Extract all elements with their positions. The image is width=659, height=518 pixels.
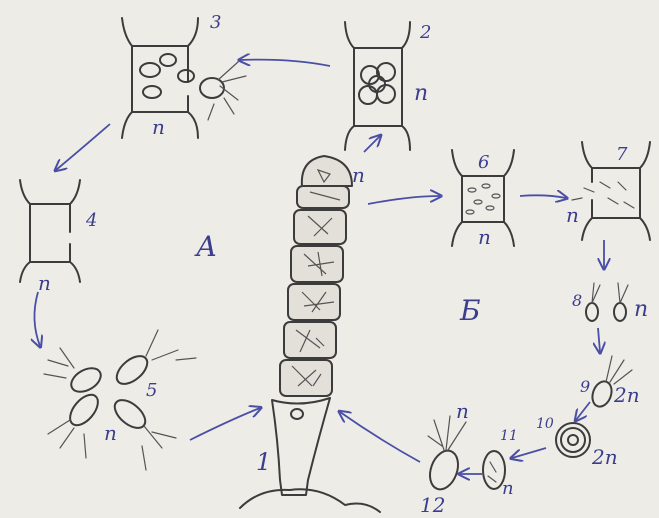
arrow-6-to-7 bbox=[520, 195, 566, 198]
stage-5-label: 5 bbox=[146, 380, 157, 401]
ploidy-11: n bbox=[502, 478, 514, 499]
arrow-1-to-6 bbox=[368, 196, 440, 204]
stage-7-cell bbox=[572, 142, 650, 240]
ploidy-8: n bbox=[634, 297, 648, 322]
stage-8-gametes bbox=[586, 283, 628, 321]
substrate bbox=[240, 489, 380, 512]
stage-11-label: 11 bbox=[500, 428, 518, 444]
basal-cell-nucleus bbox=[291, 409, 303, 419]
stage-10-label: 10 bbox=[536, 416, 554, 432]
stage-9-label: 9 bbox=[580, 377, 590, 396]
arrow-3-to-4 bbox=[56, 124, 110, 170]
basal-cell bbox=[272, 398, 330, 495]
stage-1-label: 1 bbox=[256, 448, 271, 476]
ploidy-12: n bbox=[456, 399, 469, 423]
ploidy-filament: n bbox=[352, 163, 365, 187]
ploidy-5: n bbox=[104, 421, 117, 445]
ploidy-10: 2n bbox=[591, 445, 618, 469]
stage-2-cell bbox=[345, 22, 410, 150]
arrow-9-to-10 bbox=[576, 402, 590, 420]
stage-3-label: 3 bbox=[210, 12, 221, 33]
stage-5-zoospores bbox=[44, 330, 196, 470]
arrow-2-to-3 bbox=[240, 60, 330, 66]
ploidy-4: n bbox=[38, 271, 51, 295]
arrow-10-to-11 bbox=[512, 448, 546, 458]
stage-3-cell bbox=[122, 18, 246, 138]
ploidy-3: n bbox=[152, 115, 165, 139]
arrow-8-to-9 bbox=[598, 328, 600, 352]
ploidy-7: n bbox=[566, 203, 579, 227]
ploidy-6: n bbox=[478, 225, 491, 249]
arrow-5-to-1 bbox=[190, 408, 260, 440]
arrow-1-to-2 bbox=[364, 136, 380, 152]
stage-2-label: 2 bbox=[419, 22, 431, 43]
stage-7-label: 7 bbox=[616, 144, 628, 165]
ploidy-9: 2n bbox=[613, 383, 640, 407]
ploidy-2: n bbox=[414, 81, 428, 106]
section-b-label: Б bbox=[459, 294, 481, 327]
stage-10-resting-zygote bbox=[556, 423, 590, 457]
stage-4-label: 4 bbox=[85, 210, 97, 231]
arrow-4-to-5 bbox=[34, 292, 40, 346]
arrow-12-to-1 bbox=[340, 412, 420, 462]
stage-8-label: 8 bbox=[572, 291, 582, 310]
section-a-label: А bbox=[194, 230, 217, 263]
stage-1-filament bbox=[272, 156, 352, 495]
stage-12-zoospore bbox=[425, 416, 466, 493]
stage-12-label: 12 bbox=[420, 493, 445, 517]
stage-6-label: 6 bbox=[478, 152, 489, 173]
stage-4-cell bbox=[20, 180, 80, 282]
